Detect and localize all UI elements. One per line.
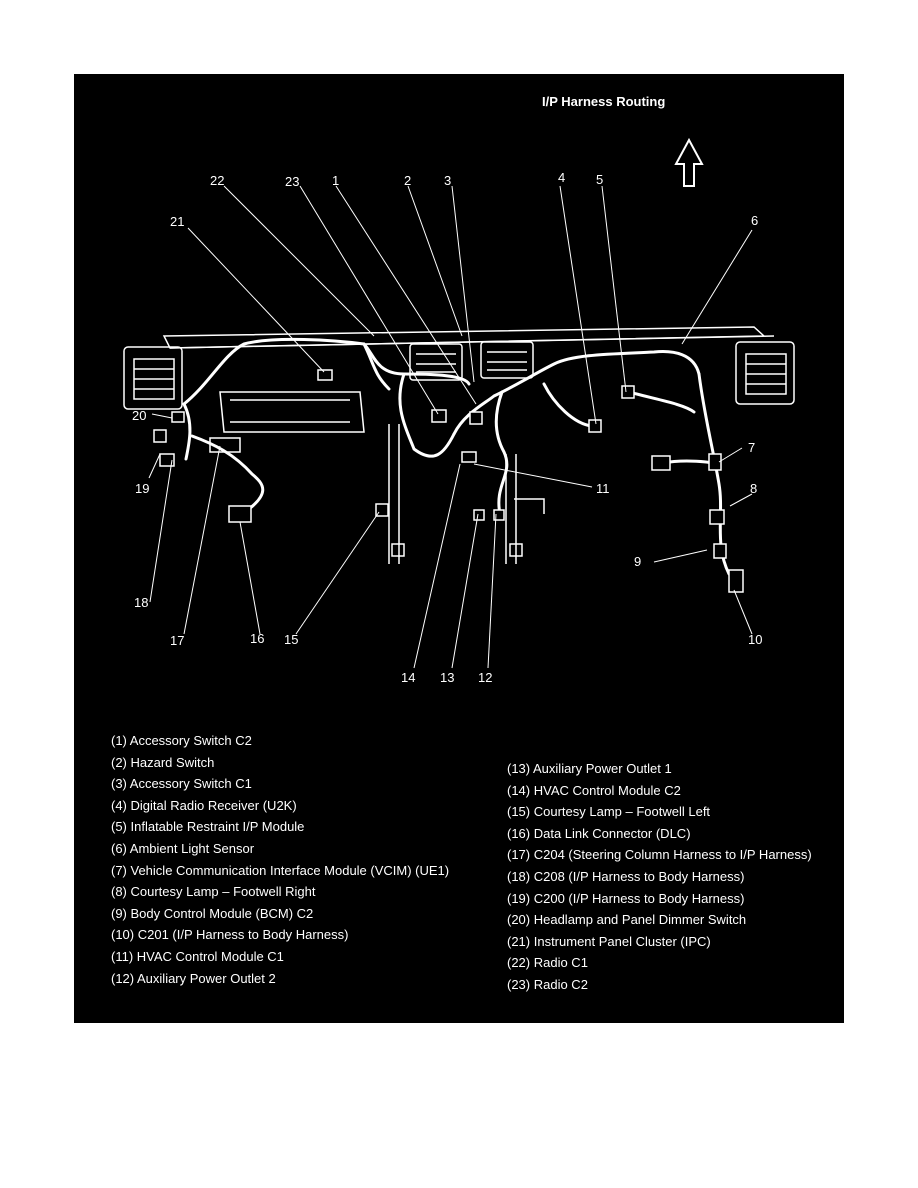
legend-item: (13) Auxiliary Power Outlet 1 [507,761,672,776]
legend-item: (8) Courtesy Lamp – Footwell Right [111,884,316,900]
legend-item: (20) Headlamp and Panel Dimmer Switch [507,912,747,928]
callout-5: 5 [596,172,603,187]
diagram-panel: 1 2 3 4 5 6 7 8 9 10 11 12 13 14 15 16 1… [74,74,844,1023]
legend-item: (7) Vehicle Communication Interface Modu… [111,862,450,878]
legend-item: (23) Radio C2 [507,976,588,992]
legend-item: (6) Ambient Light Sensor [111,840,255,856]
harness-diagram: 1 2 3 4 5 6 7 8 9 10 11 12 13 14 15 16 1… [123,137,795,685]
legend-item: (12) Auxiliary Power Outlet 2 [111,970,276,986]
legend-item: (1) Accessory Switch C2 [111,733,252,748]
callout-21: 21 [170,214,184,229]
callout-12: 12 [478,670,492,685]
callout-16: 16 [250,631,264,646]
legend-item: (10) C201 (I/P Harness to Body Harness) [111,927,349,943]
callout-18: 18 [134,595,148,610]
callout-10: 10 [748,632,762,647]
forward-arrow-icon [674,137,704,187]
callout-8: 8 [750,481,757,496]
callout-15: 15 [284,632,298,647]
callout-23: 23 [285,174,299,189]
legend-right: (13) Auxiliary Power Outlet 1 (14) HVAC … [507,758,812,996]
callout-1: 1 [332,173,339,188]
callout-leaders [148,185,753,669]
legend-item: (15) Courtesy Lamp – Footwell Left [507,804,711,820]
callout-3: 3 [444,173,451,188]
callout-11: 11 [596,481,610,496]
callout-labels: 1 2 3 4 5 6 7 8 9 10 11 12 13 14 15 16 1… [132,170,762,685]
callout-19: 19 [135,481,149,496]
callout-2: 2 [404,173,411,188]
legend-item: (22) Radio C1 [507,955,588,971]
legend-item: (17) C204 (Steering Column Harness to I/… [507,847,812,863]
callout-4: 4 [558,170,565,185]
legend-item: (9) Body Control Module (BCM) C2 [111,905,314,921]
callout-22: 22 [210,173,224,188]
legend-item: (2) Hazard Switch [111,754,215,770]
legend-item: (14) HVAC Control Module C2 [507,782,681,798]
callout-6: 6 [751,213,758,228]
harness-wires [182,337,731,576]
legend-item: (19) C200 (I/P Harness to Body Harness) [507,890,745,906]
legend-item: (18) C208 (I/P Harness to Body Harness) [507,868,745,884]
callout-20: 20 [132,408,146,423]
legend-item: (5) Inflatable Restraint I/P Module [111,819,305,835]
callout-9: 9 [634,554,641,569]
connectors [153,369,744,593]
callout-13: 13 [440,670,454,685]
legend-item: (21) Instrument Panel Cluster (IPC) [507,933,711,949]
legend-item: (11) HVAC Control Module C1 [111,948,284,964]
legend-left: (1) Accessory Switch C2 (2) Hazard Switc… [111,730,449,989]
callout-7: 7 [748,440,755,455]
diagram-title: I/P Harness Routing [542,94,666,109]
callout-14: 14 [401,670,415,685]
legend-item: (3) Accessory Switch C1 [111,776,252,792]
legend-item: (4) Digital Radio Receiver (U2K) [111,797,297,813]
instrument-panel-outline [123,326,795,564]
callout-17: 17 [170,633,184,648]
legend-item: (16) Data Link Connector (DLC) [507,825,691,841]
